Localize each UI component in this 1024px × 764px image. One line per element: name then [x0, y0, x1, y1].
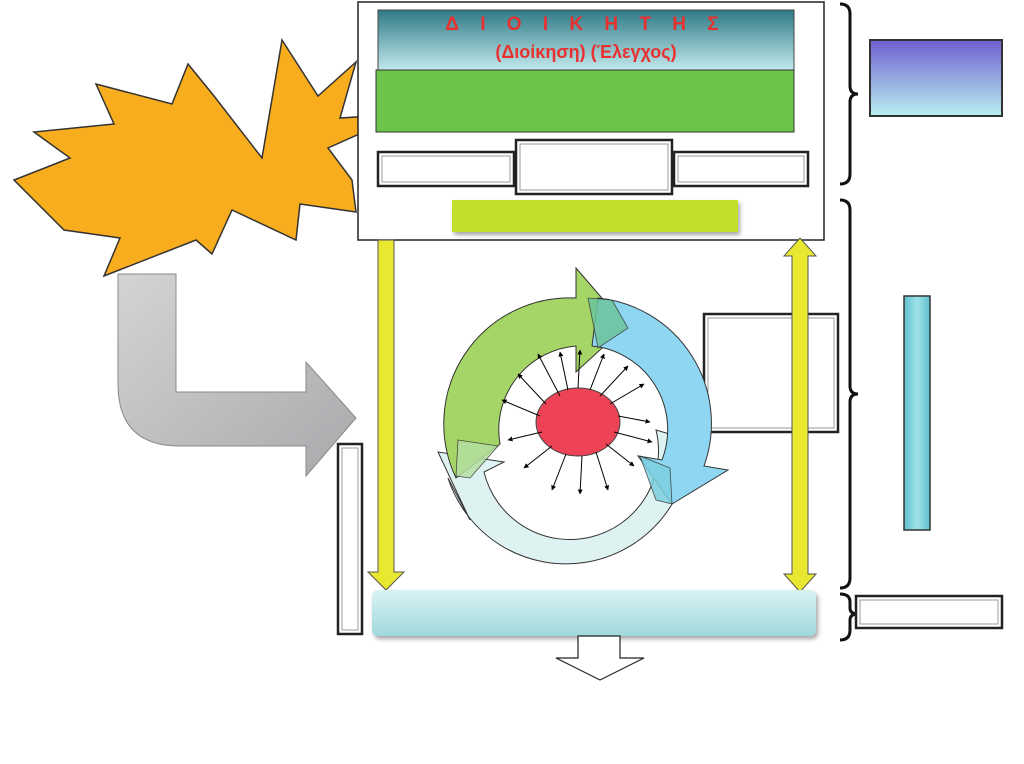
right-large-box-inner [707, 317, 835, 429]
brace-top [839, 2, 859, 186]
gray-bent-arrow [117, 273, 357, 478]
burst-shape [12, 37, 405, 278]
bottom-output-bar [372, 590, 816, 636]
left-small-box [376, 150, 516, 188]
left-vertical-box-inner [341, 447, 359, 631]
cycle-overlap-left [455, 439, 499, 479]
cycle-diagram [437, 266, 730, 565]
bottom-right-box [854, 594, 1004, 630]
cycle-blue-segment [591, 297, 730, 505]
yellow-down-arrow [366, 239, 406, 591]
cycle-center [535, 387, 621, 457]
center-small-box-inner [519, 143, 669, 191]
cycle-pale-segment [437, 429, 691, 565]
right-small-box-inner [677, 155, 805, 183]
right-small-box [672, 150, 810, 188]
right-large-box [702, 312, 840, 434]
manager-title: Δ Ι Ο Ι Κ Η Τ Η Σ [445, 14, 727, 35]
cycle-green-segment [443, 266, 627, 479]
output-down-arrow [555, 635, 645, 681]
bottom-right-box-inner [859, 599, 999, 625]
purple-legend-box [869, 39, 1003, 117]
teal-vertical-bar [903, 295, 931, 531]
left-small-box-inner [381, 155, 511, 183]
manager-green-band [375, 69, 795, 133]
cycle-overlap-right [639, 455, 673, 505]
lime-band [452, 200, 738, 232]
manager-header-band [377, 9, 795, 73]
cycle-overlap-top [587, 297, 629, 349]
center-small-box [514, 138, 674, 196]
brace-middle [839, 198, 859, 590]
radial-arrows [501, 349, 653, 495]
manager-subtitle: (Διοίκηση) (Έλεγχος) [495, 42, 677, 62]
